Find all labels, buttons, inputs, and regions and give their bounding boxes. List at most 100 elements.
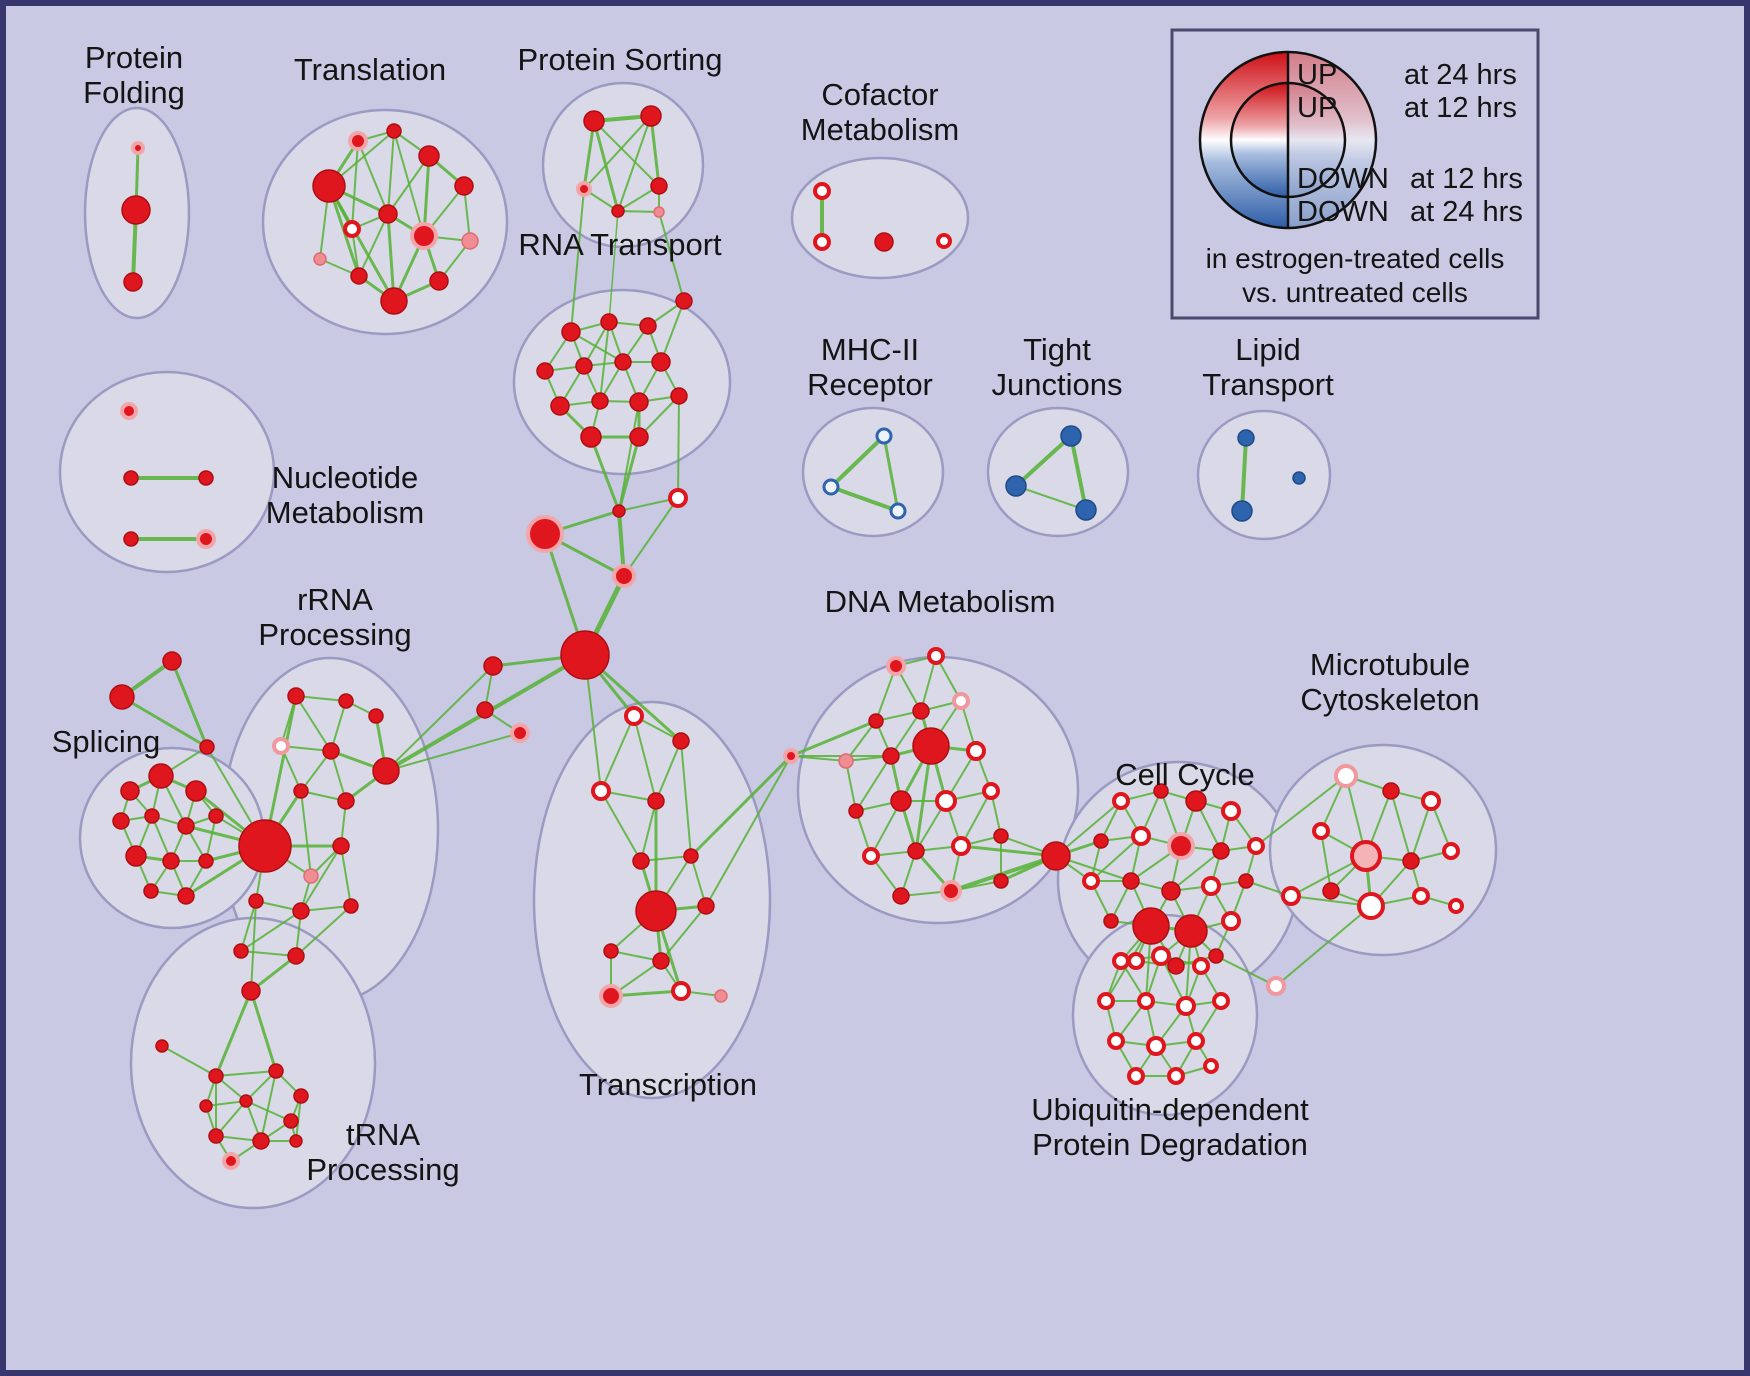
network-node (1292, 471, 1306, 485)
network-node (268, 1063, 284, 1079)
network-edge (387, 155, 430, 215)
network-node (380, 287, 408, 315)
network-node (874, 232, 894, 252)
network-node (1421, 791, 1441, 811)
network-node (576, 181, 592, 197)
network-edge (660, 300, 685, 363)
network-node (639, 317, 657, 335)
network-node (560, 630, 610, 680)
network-node (1146, 1036, 1166, 1056)
network-node (1212, 992, 1230, 1010)
network-node (123, 272, 143, 292)
network-edge (357, 140, 389, 215)
network-node (155, 1039, 169, 1053)
network-node (348, 131, 368, 151)
cluster-label-transcription: Transcription (579, 1067, 757, 1102)
network-node (1237, 429, 1255, 447)
network-node (1127, 952, 1145, 970)
network-node (123, 470, 139, 486)
network-edge (327, 184, 396, 303)
network-node (862, 847, 880, 865)
network-edge (1069, 434, 1088, 512)
network-node (199, 1099, 213, 1113)
network-node (1201, 876, 1221, 896)
network-node (912, 702, 930, 720)
cluster-dna-metabolism (796, 655, 1080, 925)
network-node (1442, 842, 1460, 860)
network-edge (295, 695, 332, 752)
network-node (1167, 1067, 1185, 1085)
network-node (936, 233, 952, 249)
network-node (1174, 914, 1208, 948)
network-node (1322, 882, 1340, 900)
network-node (372, 757, 400, 785)
network-node (143, 883, 159, 899)
network-node (185, 780, 207, 802)
network-edge (582, 119, 596, 191)
network-node (1176, 996, 1196, 1016)
network-node (1137, 992, 1155, 1010)
legend-down-12-label: DOWN (1297, 163, 1389, 195)
network-node (935, 790, 957, 812)
network-edge (240, 900, 257, 952)
network-node (120, 781, 140, 801)
network-edge (170, 659, 209, 749)
network-node (1041, 841, 1071, 871)
network-node (1221, 911, 1241, 931)
network-node (1312, 822, 1330, 840)
network-edge (340, 845, 352, 907)
network-node (1127, 1067, 1145, 1085)
network-node (208, 1068, 224, 1084)
network-node (121, 195, 151, 225)
network-node (461, 232, 479, 250)
network-edge (295, 905, 352, 957)
network-nodes-layer (109, 105, 1464, 1170)
network-edge (845, 720, 877, 762)
network-node (233, 943, 249, 959)
cluster-trna-processing (129, 916, 377, 1210)
network-node (1153, 783, 1169, 799)
network-edge (829, 485, 900, 513)
network-node (1167, 957, 1185, 975)
network-node (952, 692, 970, 710)
legend-up-24-label: UP (1297, 59, 1337, 91)
network-edge (570, 331, 624, 363)
network-node (670, 387, 688, 405)
network-node (1112, 792, 1130, 810)
network-node (1131, 826, 1151, 846)
network-edge (386, 212, 396, 303)
network-node (1357, 892, 1385, 920)
cluster-label-dna-metabolism: DNA Metabolism (825, 584, 1056, 619)
network-node (1212, 842, 1230, 860)
network-node (651, 352, 671, 372)
legend-down-12-time: at 12 hrs (1410, 163, 1523, 195)
network-edge (214, 989, 253, 1078)
network-node (892, 887, 910, 905)
network-node (148, 763, 174, 789)
network-node (332, 837, 350, 855)
network-edge (705, 755, 792, 907)
network-node (591, 392, 609, 410)
network-node (683, 848, 699, 864)
cluster-label-translation: Translation (294, 52, 446, 87)
network-edge (1015, 485, 1087, 511)
network-edge (680, 740, 692, 857)
network-edge (890, 710, 922, 757)
network-node (875, 427, 893, 445)
network-node (614, 353, 632, 371)
legend: UP at 24 hrs UP at 12 hrs DOWN at 12 hrs… (1170, 28, 1540, 320)
network-node (1082, 872, 1100, 890)
network-edge (351, 140, 359, 230)
network-edge (660, 905, 707, 962)
network-node (222, 1152, 240, 1170)
cluster-cofactor-metabolism (790, 156, 970, 280)
network-node (1334, 764, 1358, 788)
network-node (162, 852, 180, 870)
